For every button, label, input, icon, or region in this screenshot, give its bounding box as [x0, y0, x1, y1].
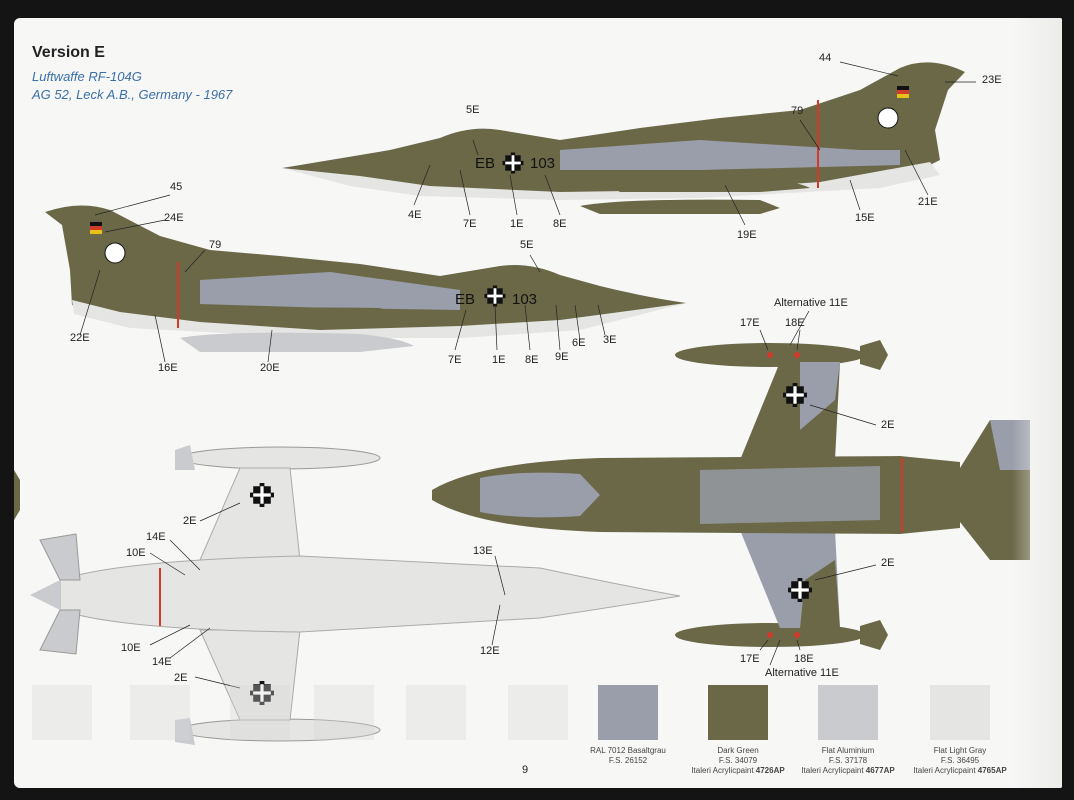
- callout-4e: 4E: [408, 209, 422, 221]
- ghost-swatch-1: [32, 685, 92, 740]
- underside-view: [30, 445, 681, 745]
- callout-9e: 9E: [555, 351, 569, 363]
- callout-44: 44: [819, 52, 832, 64]
- ghost-swatch-5: [406, 685, 466, 740]
- callout-leader-lines: [79, 61, 976, 689]
- callout-19e: 19E: [737, 229, 757, 241]
- callout-1e-mid: 1E: [492, 354, 506, 366]
- swatch-caption-flat-aluminium: Flat Aluminium F.S. 37178 Italeri Acryli…: [793, 746, 903, 776]
- subtitle-line-2: AG 52, Leck A.B., Germany - 1967: [32, 87, 233, 102]
- callout-alternative-11e-top: Alternative 11E: [774, 297, 848, 309]
- swatch-fs: F.S. 34079: [718, 756, 758, 765]
- subtitle-line-1: Luftwaffe RF-104G: [32, 69, 142, 84]
- instruction-page: Version E Luftwaffe RF-104G AG 52, Leck …: [14, 18, 1062, 788]
- callout-24e: 24E: [164, 212, 184, 224]
- callout-21e: 21E: [918, 196, 938, 208]
- swatch-name: Dark Green: [717, 746, 759, 755]
- callout-2e-right-bottom: 2E: [881, 557, 895, 569]
- swatch-basaltgrau: [598, 685, 658, 740]
- callout-5e-top: 5E: [466, 104, 480, 116]
- swatch-fs: F.S. 36495: [940, 756, 980, 765]
- swatch-name: RAL 7012 Basaltgrau: [590, 746, 666, 755]
- callout-17e-bottom: 17E: [740, 653, 760, 665]
- callout-12e: 12E: [480, 645, 500, 657]
- callout-1e-top: 1E: [510, 218, 524, 230]
- page-gutter-shade: [1012, 18, 1062, 788]
- side-view-left-profile: [45, 205, 686, 352]
- callout-10e-bottom: 10E: [121, 642, 141, 654]
- callout-7e-mid: 7E: [448, 354, 462, 366]
- ghost-swatch-3: [230, 685, 290, 740]
- callout-79-mid: 79: [209, 239, 222, 251]
- swatch-caption-flat-light-gray: Flat Light Gray F.S. 36495 Italeri Acryl…: [905, 746, 1015, 776]
- ghost-swatch-6: [508, 685, 568, 740]
- adjacent-page-fragment: [14, 470, 20, 520]
- callout-6e: 6E: [572, 337, 586, 349]
- mid-code-prefix: EB: [455, 291, 475, 308]
- swatch-name: Flat Aluminium: [821, 746, 875, 755]
- callout-10e-top: 10E: [126, 547, 146, 559]
- callout-2e-left-bottom: 2E: [174, 672, 188, 684]
- title-block: Version E Luftwaffe RF-104G AG 52, Leck …: [32, 44, 232, 104]
- side-view-right-profile: [282, 62, 965, 214]
- swatch-fs: F.S. 37178: [828, 756, 868, 765]
- callout-79-top: 79: [791, 105, 804, 117]
- top-code-prefix: EB: [475, 155, 495, 172]
- ghost-swatch-4: [314, 685, 374, 740]
- version-title: Version E: [32, 44, 105, 61]
- callout-8e-mid: 8E: [525, 354, 539, 366]
- callout-8e-top: 8E: [553, 218, 567, 230]
- callout-18e-top: 18E: [785, 317, 805, 329]
- callout-15e: 15E: [855, 212, 875, 224]
- swatch-fs: F.S. 26152: [608, 756, 648, 765]
- ghost-swatch-2: [130, 685, 190, 740]
- callout-5e-mid: 5E: [520, 239, 534, 251]
- swatch-flat-aluminium: [818, 685, 878, 740]
- swatch-caption-dark-green: Dark Green F.S. 34079 Italeri Acrylicpai…: [683, 746, 793, 776]
- swatch-paint: Italeri Acrylicpaint 4726AP: [691, 766, 785, 775]
- swatch-caption-basaltgrau: RAL 7012 Basaltgrau F.S. 26152: [573, 746, 683, 766]
- callout-20e: 20E: [260, 362, 280, 374]
- callout-45: 45: [170, 181, 183, 193]
- callout-3e: 3E: [603, 334, 617, 346]
- callout-7e-top: 7E: [463, 218, 477, 230]
- aircraft-drawings: EB 103 EB 103: [14, 61, 1030, 745]
- page-number: 9: [522, 764, 529, 776]
- mid-code-number: 103: [512, 291, 537, 308]
- callout-14e-bottom: 14E: [152, 656, 172, 668]
- callout-16e: 16E: [158, 362, 178, 374]
- callout-2e-right-top: 2E: [881, 419, 895, 431]
- swatch-name: Flat Light Gray: [933, 746, 987, 755]
- swatch-paint: Italeri Acrylicpaint 4677AP: [801, 766, 895, 775]
- callout-13e: 13E: [473, 545, 493, 557]
- callout-17e-top: 17E: [740, 317, 760, 329]
- callout-14e-top: 14E: [146, 531, 166, 543]
- callout-18e-bottom: 18E: [794, 653, 814, 665]
- swatch-flat-light-gray: [930, 685, 990, 740]
- callout-alternative-11e-bottom: Alternative 11E: [765, 667, 839, 679]
- callout-23e: 23E: [982, 74, 1002, 86]
- top-plan-view: [432, 340, 1030, 650]
- swatch-paint: Italeri Acrylicpaint 4765AP: [913, 766, 1007, 775]
- callout-22e: 22E: [70, 332, 90, 344]
- aircraft-subtitle: Luftwaffe RF-104G AG 52, Leck A.B., Germ…: [32, 68, 232, 104]
- swatch-dark-green: [708, 685, 768, 740]
- callout-2e-left-top: 2E: [183, 515, 197, 527]
- top-code-number: 103: [530, 155, 555, 172]
